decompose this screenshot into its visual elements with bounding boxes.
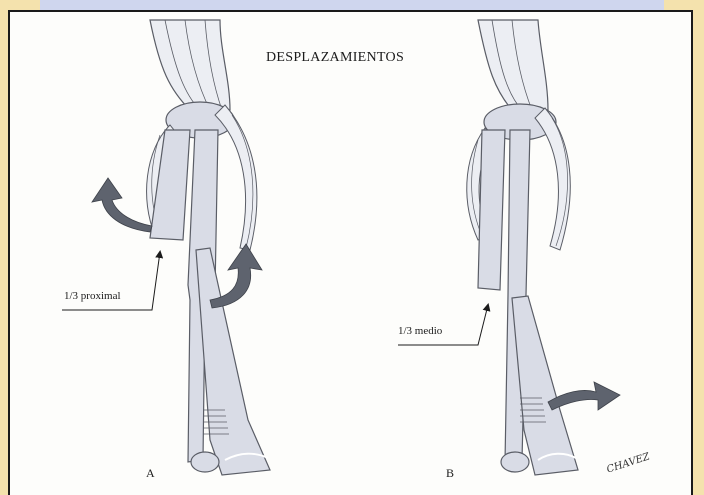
rotation-arrow-icon — [548, 382, 620, 410]
panel-a-label: A — [146, 466, 155, 481]
panel-a-forearm — [147, 20, 270, 475]
rotation-arrow-icon — [92, 178, 152, 232]
rotation-arrow-icon — [210, 244, 262, 308]
panel-b-forearm — [467, 20, 578, 475]
callout-proximal-third: 1/3 proximal — [64, 290, 121, 302]
figure-title: DESPLAZAMIENTOS — [266, 50, 404, 66]
callout-middle-third: 1/3 medio — [398, 325, 442, 337]
panel-b-label: B — [446, 466, 454, 481]
